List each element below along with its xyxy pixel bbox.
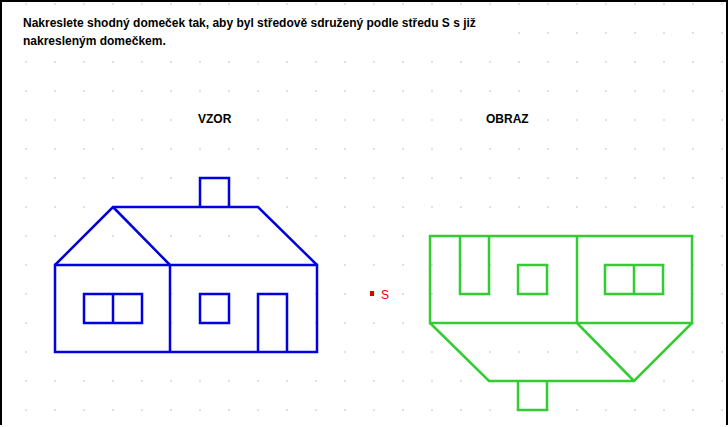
section-label: VZOR (196, 110, 233, 128)
house-image (430, 236, 692, 410)
house-original (55, 178, 317, 352)
task-title: Nakreslete shodný domeček tak, aby byl s… (20, 12, 496, 52)
section-label: OBRAZ (484, 110, 531, 128)
point-label: S (380, 288, 390, 302)
center-point (370, 291, 374, 296)
